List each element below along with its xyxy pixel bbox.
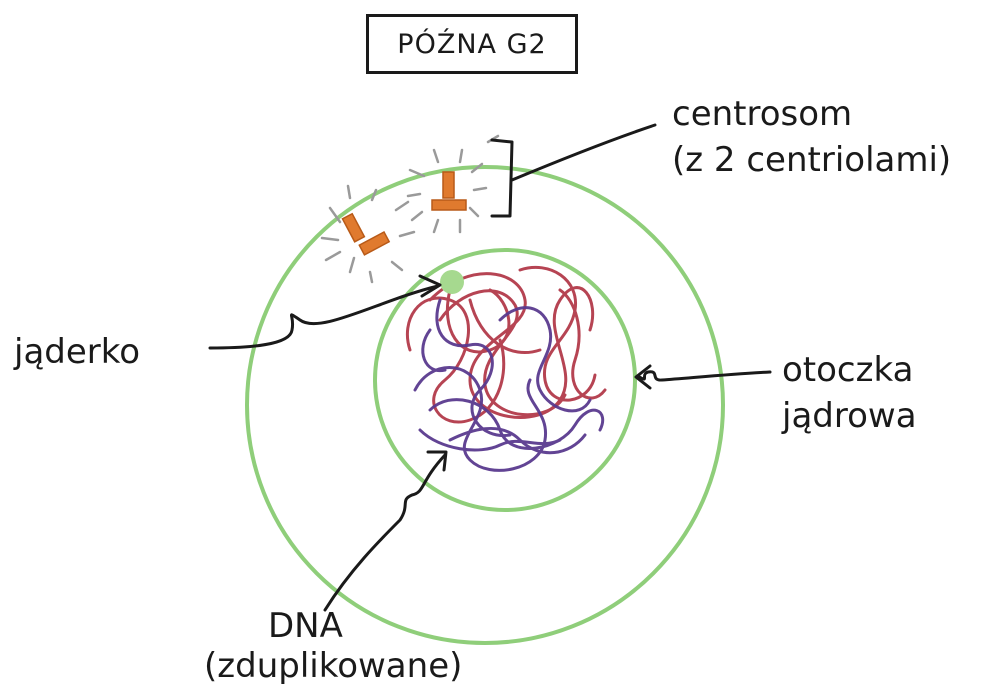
nucleolus-arrowhead — [418, 274, 442, 298]
dna-red-strands — [405, 265, 607, 424]
label-envelope-1: otoczka — [782, 350, 914, 390]
centrosome-bracket — [490, 138, 514, 218]
label-centrosome-1: centrosom — [672, 94, 853, 134]
dna-leader — [323, 453, 447, 612]
leader-lines — [208, 123, 772, 612]
dna-arrowhead — [426, 450, 448, 472]
envelope-leader — [636, 370, 772, 382]
microtubules-1 — [320, 184, 416, 284]
label-centrosome-2: (z 2 centriolami) — [672, 140, 952, 180]
nuclear-envelope — [373, 248, 637, 512]
diagram-title: PÓŹNA G2 — [397, 28, 547, 60]
centrosome-leader — [510, 123, 657, 182]
nucleolus-leader — [208, 284, 440, 350]
microtubules-2 — [406, 134, 500, 234]
title-box: PÓŹNA G2 — [366, 14, 578, 74]
centriole-pair-1 — [341, 212, 391, 256]
label-envelope-2: jądrowa — [782, 396, 917, 436]
cell-membrane — [245, 165, 725, 645]
envelope-arrowhead — [634, 364, 652, 390]
label-dna-1: DNA — [268, 606, 343, 646]
label-nucleolus: jąderko — [14, 332, 141, 372]
centriole-pair-2 — [431, 171, 467, 211]
nucleolus — [440, 270, 464, 294]
label-dna-2: (zduplikowane) — [204, 646, 463, 686]
dna-purple-strands — [413, 298, 605, 472]
